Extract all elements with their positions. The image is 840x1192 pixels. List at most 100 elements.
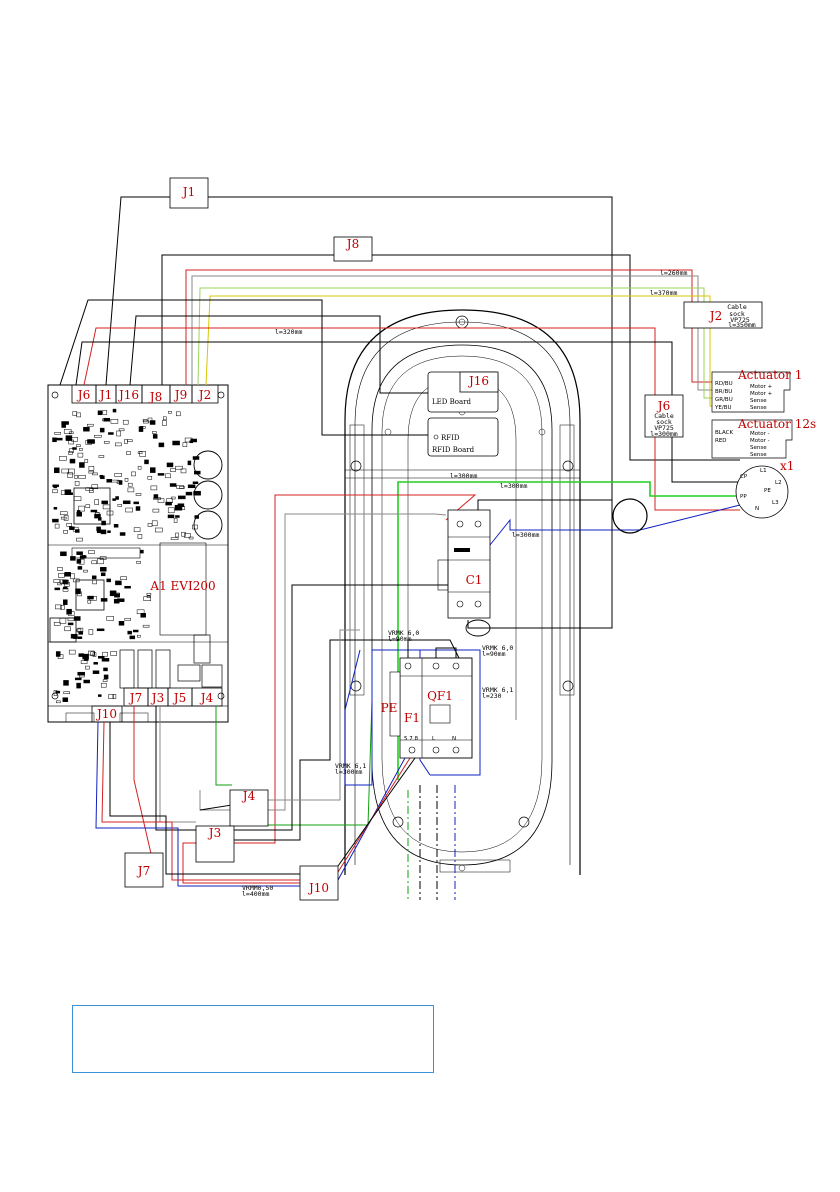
smd-part — [113, 524, 119, 528]
vrmk60a-0: VRMK 6,0 — [388, 629, 419, 637]
pcb-j8-label: J8 — [148, 390, 162, 404]
smd-part — [98, 455, 105, 458]
smd-part — [170, 496, 176, 500]
j6-cable-desc-0: Cable — [654, 412, 674, 420]
smd-part — [153, 497, 161, 500]
smd-part — [112, 694, 117, 699]
plug-l1: L1 — [760, 468, 767, 474]
smd-part — [59, 579, 65, 585]
pcb-j3-label: J3 — [150, 691, 164, 705]
smd-part — [101, 658, 110, 662]
j7-cable-label: J7 — [136, 864, 150, 878]
smd-part — [89, 488, 94, 493]
vrmk61b-0: VRMK 6,1 — [335, 762, 366, 770]
cable-gland-2 — [465, 619, 491, 637]
smd-part — [66, 523, 72, 527]
a2-func-0: Motor - — [750, 431, 770, 437]
smd-part — [57, 567, 63, 571]
a2-wire-1: RED — [715, 438, 727, 444]
smd-part — [142, 419, 148, 422]
smd-part — [70, 556, 76, 561]
smd-part — [87, 595, 94, 600]
smd-part — [87, 599, 92, 604]
smd-part — [193, 490, 201, 496]
smd-part — [83, 426, 90, 432]
smd-part — [149, 420, 156, 425]
smd-part — [126, 451, 131, 455]
smd-part — [167, 514, 175, 519]
smd-part — [122, 419, 129, 425]
smd-part — [100, 598, 108, 602]
smd-part — [67, 472, 73, 478]
smd-part — [77, 566, 83, 570]
pcb-connectors-bottom — [91, 687, 223, 723]
smd-part — [136, 561, 141, 564]
smd-part — [52, 489, 58, 494]
smd-part — [61, 421, 69, 425]
plug-pe: PE — [764, 488, 771, 494]
smd-part — [85, 440, 93, 445]
j16-board-label: J16 — [467, 374, 489, 388]
smd-part — [109, 590, 117, 597]
smd-part — [112, 408, 117, 413]
smd-part — [101, 520, 106, 526]
terminal-nums: 5 7 8 — [404, 736, 418, 742]
a1-func-2: Sense — [750, 398, 767, 404]
smd-part — [103, 417, 111, 422]
smd-part — [146, 592, 152, 596]
smd-part — [76, 512, 82, 517]
smd-part — [137, 534, 143, 539]
l260-label: l=260mm — [660, 269, 687, 277]
smd-part — [69, 458, 76, 464]
smd-part — [69, 526, 75, 530]
smd-part — [127, 439, 133, 442]
j8-cable-label: J8 — [345, 237, 359, 251]
smd-part — [91, 575, 97, 580]
j6-cable-desc-2: VP725 — [654, 424, 674, 432]
smd-part — [181, 531, 186, 537]
smd-part — [137, 465, 142, 470]
smd-part — [127, 487, 135, 493]
smd-part — [76, 537, 83, 542]
smd-part — [60, 516, 67, 520]
smd-part — [69, 448, 74, 453]
smd-part — [153, 494, 159, 499]
smd-part — [85, 504, 91, 508]
smd-part — [76, 412, 81, 418]
smd-part — [91, 484, 99, 489]
smd-part — [77, 591, 82, 597]
smd-part — [74, 475, 78, 479]
smd-part — [106, 479, 112, 483]
smd-part — [93, 662, 98, 665]
smd-part — [97, 410, 103, 416]
smd-part — [138, 426, 144, 432]
rfid-label: RFID — [441, 434, 460, 442]
cable-label-boxes — [124, 177, 763, 901]
smd-part — [63, 530, 68, 534]
smd-part — [100, 475, 105, 480]
pcb-j10-label: J10 — [95, 707, 117, 721]
j3-cable-label: J3 — [207, 826, 221, 840]
cable-descriptions: Cable sock VP725 l=350mm Cable sock VP72… — [242, 269, 756, 898]
smd-part — [165, 473, 171, 479]
main-pcb: A1 EVI200 — [47, 384, 229, 723]
smd-part — [61, 468, 70, 474]
vrmm050-0: VRMM0,50 — [242, 884, 273, 892]
smd-part — [62, 588, 69, 592]
smd-part — [97, 558, 104, 565]
smd-part — [70, 633, 78, 639]
smd-part — [135, 506, 141, 511]
smd-part — [53, 507, 58, 510]
smd-part — [175, 532, 179, 538]
a1-func-3: Sense — [750, 405, 767, 411]
smd-part — [142, 624, 150, 628]
smd-part — [178, 506, 186, 510]
smd-part — [63, 691, 70, 694]
smd-part — [87, 423, 94, 427]
smd-part — [176, 411, 181, 417]
l300-label-b: l=300mm — [500, 482, 527, 490]
smd-part — [100, 682, 107, 688]
smd-part — [88, 466, 95, 471]
smd-part — [157, 498, 165, 503]
j2-cable-label: J2 — [708, 309, 722, 323]
